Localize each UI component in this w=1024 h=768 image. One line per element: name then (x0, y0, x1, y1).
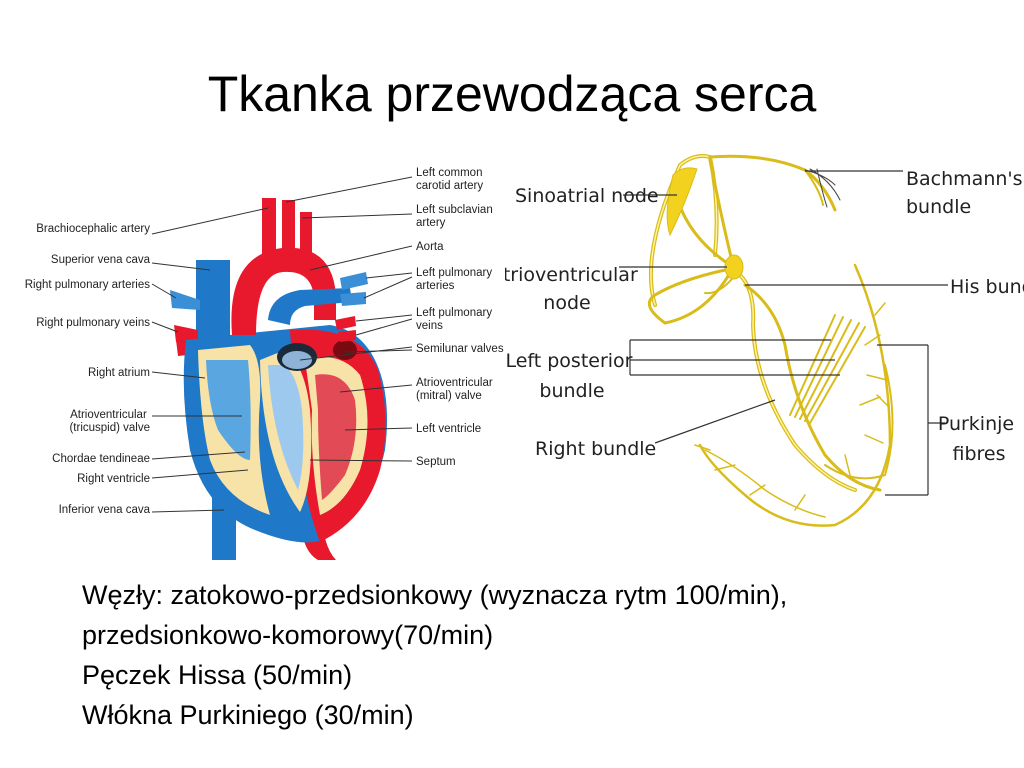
body-line-purkinje: Włókna Purkiniego (30/min) (82, 700, 414, 730)
heart-illustration (170, 198, 388, 560)
label-right-pulmonary-veins: Right pulmonary veins (36, 317, 150, 329)
label-right-bundle: Right bundle (535, 438, 656, 460)
label-aorta: Aorta (416, 241, 444, 253)
label-septum: Septum (416, 456, 456, 468)
conduction-labels: Sinoatrial node Bachmann's bundle Atriov… (505, 168, 1024, 465)
body-line-his-bundle: Pęczek Hissa (50/min) (82, 660, 353, 690)
heart-labels: Left common carotid artery Brachiocephal… (25, 167, 504, 516)
label-left-pulmonary-arteries: Left pulmonary arteries (416, 267, 495, 292)
heart-leader-lines (151, 176, 413, 513)
conduction-system-diagram: Sinoatrial node Bachmann's bundle Atriov… (505, 154, 1024, 527)
label-right-atrium: Right atrium (88, 367, 150, 379)
label-brachiocephalic-artery: Brachiocephalic artery (36, 223, 150, 235)
label-his-bundle: His bundle (950, 276, 1024, 298)
label-left-pulmonary-veins: Left pulmonary veins (416, 307, 495, 332)
label-semilunar-valves: Semilunar valves (416, 343, 504, 355)
label-av-tricuspid-valve: Atrioventricular (tricuspid) valve (69, 409, 150, 434)
body-text-list: Węzły: zatokowo-przedsionkowy (wyznacza … (82, 575, 982, 735)
body-line-av-node: przedsionkowo-komorowy(70/min) (82, 620, 494, 650)
label-right-pulmonary-arteries: Right pulmonary arteries (25, 279, 151, 291)
label-bachmanns-bundle: Bachmann's bundle (906, 168, 1024, 218)
label-left-ventricle: Left ventricle (416, 423, 481, 435)
label-av-mitral-valve: Atrioventricular (mitral) valve (416, 377, 496, 402)
conduction-pathways (647, 154, 894, 527)
label-left-posterior-bundle: Left posterior bundle (505, 350, 638, 402)
label-right-ventricle: Right ventricle (77, 473, 150, 485)
label-inferior-vena-cava: Inferior vena cava (59, 504, 151, 516)
label-left-subclavian-artery: Left subclavian artery (416, 204, 496, 229)
body-line-nodes: Węzły: zatokowo-przedsionkowy (wyznacza … (82, 580, 788, 610)
slide-title: Tkanka przewodząca serca (207, 66, 817, 122)
label-superior-vena-cava: Superior vena cava (51, 254, 151, 266)
label-chordae-tendineae: Chordae tendineae (52, 453, 150, 465)
heart-anatomy-diagram: Left common carotid artery Brachiocephal… (25, 167, 504, 560)
label-left-common-carotid: Left common carotid artery (416, 167, 486, 192)
label-purkinje-fibres: Purkinje fibres (938, 413, 1020, 465)
label-sinoatrial-node: Sinoatrial node (515, 185, 659, 207)
label-atrioventricular-node: Atrioventricular node (505, 264, 644, 314)
conduction-leader-lines (619, 170, 948, 496)
